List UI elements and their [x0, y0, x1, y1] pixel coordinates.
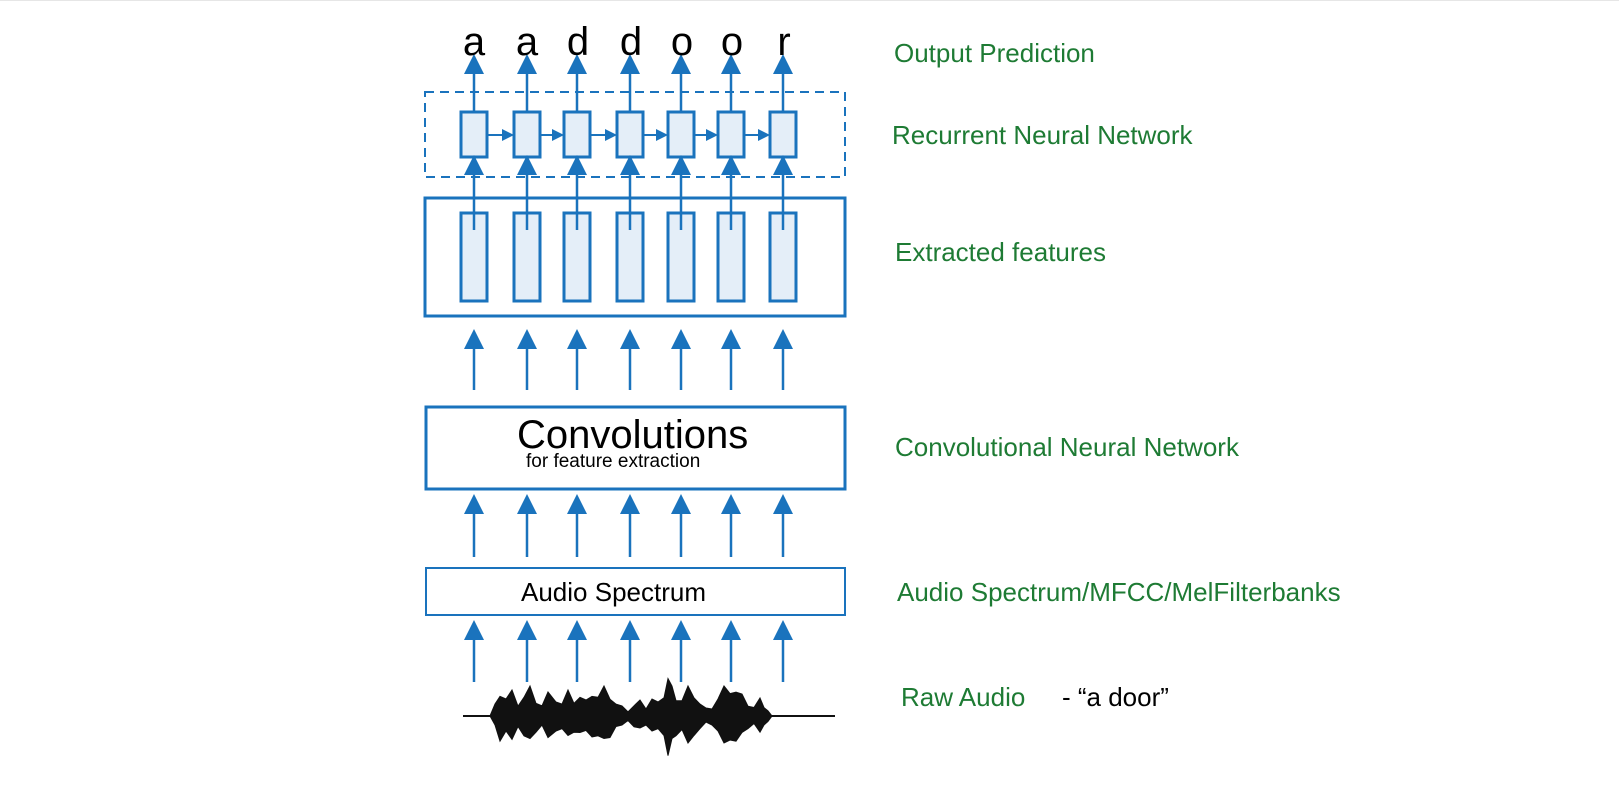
rnn-container	[424, 91, 846, 178]
output-letter: r	[777, 20, 791, 64]
audio-spectrum-box-label: Audio Spectrum	[521, 577, 706, 607]
label-extracted-features: Extracted features	[895, 237, 1106, 267]
convolutions-title: Convolutions	[517, 413, 749, 457]
raw-audio-transcript: - “a door”	[1062, 682, 1169, 712]
label-spectrum: Audio Spectrum/MFCC/MelFilterbanks	[897, 577, 1341, 607]
features-container	[423, 196, 847, 318]
rnn-cell	[512, 110, 542, 159]
output-letter: a	[462, 20, 486, 64]
raw-audio-waveform	[489, 677, 773, 756]
output-letter: d	[566, 20, 590, 64]
rnn-cell	[459, 110, 489, 159]
rnn-cell	[562, 110, 592, 159]
output-letter: a	[515, 20, 539, 64]
convolutions-subtitle: for feature extraction	[526, 451, 701, 472]
rnn-cell	[615, 110, 645, 159]
rnn-cell	[666, 110, 696, 159]
rnn-cell	[716, 110, 746, 159]
label-rnn: Recurrent Neural Network	[892, 120, 1193, 150]
rnn-cell	[768, 110, 798, 159]
convolutions-box	[424, 405, 847, 491]
top-rule	[0, 0, 1619, 1]
output-letter: o	[720, 20, 744, 64]
label-output-prediction: Output Prediction	[894, 38, 1095, 68]
label-raw-audio: Raw Audio	[901, 682, 1026, 712]
label-cnn: Convolutional Neural Network	[895, 432, 1239, 462]
audio-spectrum-box	[425, 567, 846, 616]
columns-group	[459, 54, 798, 682]
output-letter: d	[619, 20, 643, 64]
output-letter: o	[670, 20, 694, 64]
